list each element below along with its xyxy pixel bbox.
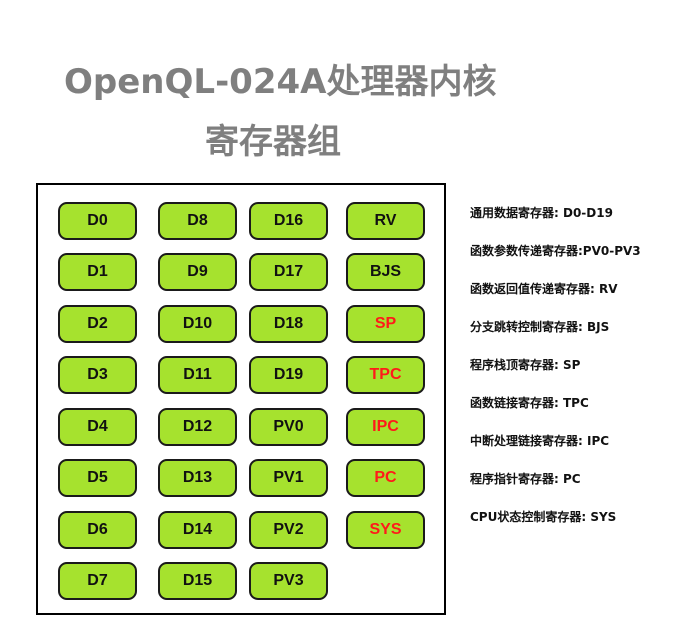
note-interrupt-link-register: 中断处理链接寄存器: IPC [470, 434, 610, 448]
register-rv: RV [346, 202, 425, 240]
note-link-register: 函数链接寄存器: TPC [470, 396, 589, 410]
register-pv0: PV0 [249, 408, 328, 446]
register-d2: D2 [58, 305, 137, 343]
register-d12: D12 [158, 408, 237, 446]
register-d5: D5 [58, 459, 137, 497]
note-stack-pointer-register: 程序栈顶寄存器: SP [470, 358, 581, 372]
register-d17: D17 [249, 253, 328, 291]
register-pc: PC [346, 459, 425, 497]
register-d0: D0 [58, 202, 137, 240]
register-d13: D13 [158, 459, 237, 497]
register-bjs: BJS [346, 253, 425, 291]
note-general-data-registers: 通用数据寄存器: D0-D19 [470, 206, 613, 220]
register-d6: D6 [58, 511, 137, 549]
register-sp: SP [346, 305, 425, 343]
register-pv2: PV2 [249, 511, 328, 549]
register-d9: D9 [158, 253, 237, 291]
register-d11: D11 [158, 356, 237, 394]
register-d19: D19 [249, 356, 328, 394]
register-d4: D4 [58, 408, 137, 446]
register-sys: SYS [346, 511, 425, 549]
diagram-title-line-1: OpenQL-024A处理器内核 [64, 62, 497, 102]
register-d3: D3 [58, 356, 137, 394]
note-branch-jump-register: 分支跳转控制寄存器: BJS [470, 320, 610, 334]
note-program-counter-register: 程序指针寄存器: PC [470, 472, 581, 486]
register-d7: D7 [58, 562, 137, 600]
register-descriptions: 通用数据寄存器: D0-D19 函数参数传递寄存器:PV0-PV3 函数返回值传… [470, 203, 641, 545]
note-return-value-register: 函数返回值传递寄存器: RV [470, 282, 618, 296]
register-tpc: TPC [346, 356, 425, 394]
register-panel: D0 D1 D2 D3 D4 D5 D6 D7 D8 D9 D10 D11 D1… [36, 183, 446, 615]
register-d14: D14 [158, 511, 237, 549]
register-d8: D8 [158, 202, 237, 240]
register-pv3: PV3 [249, 562, 328, 600]
diagram-title-line-2: 寄存器组 [205, 122, 341, 162]
register-d1: D1 [58, 253, 137, 291]
register-d16: D16 [249, 202, 328, 240]
note-cpu-status-register: CPU状态控制寄存器: SYS [470, 510, 617, 524]
register-d10: D10 [158, 305, 237, 343]
register-pv1: PV1 [249, 459, 328, 497]
register-d18: D18 [249, 305, 328, 343]
register-ipc: IPC [346, 408, 425, 446]
note-parameter-registers: 函数参数传递寄存器:PV0-PV3 [470, 244, 641, 258]
register-d15: D15 [158, 562, 237, 600]
